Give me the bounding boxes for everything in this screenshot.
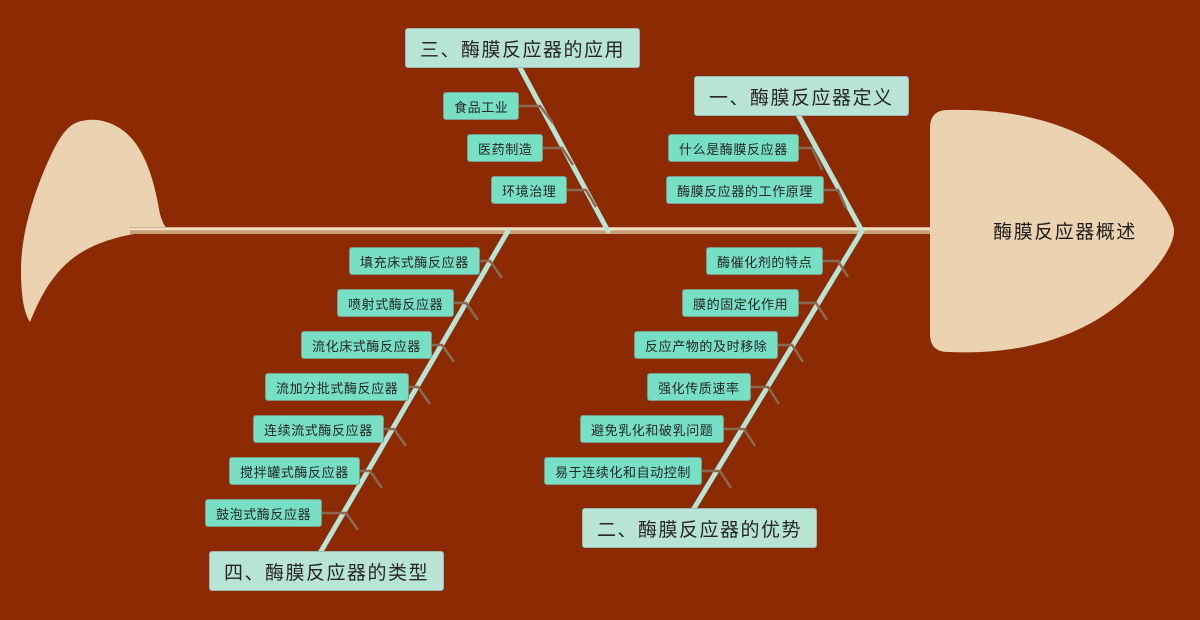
rib-types [317,228,511,556]
leaf-advantages-5[interactable]: 易于连续化和自动控制 [544,457,703,485]
section-title-application[interactable]: 三、酶膜反应器的应用 [405,28,641,68]
leaf-definition-1[interactable]: 酶膜反应器的工作原理 [666,176,825,204]
leaf-advantages-0[interactable]: 酶催化剂的特点 [706,247,824,275]
rib-advantages [690,228,865,513]
leaf-application-1[interactable]: 医药制造 [467,134,544,162]
leaf-definition-0[interactable]: 什么是酶膜反应器 [668,134,799,162]
fish-head-label: 酶膜反应器概述 [993,220,1137,243]
leaf-advantages-2[interactable]: 反应产物的及时移除 [634,331,779,359]
leaf-application-0[interactable]: 食品工业 [443,92,520,120]
leaf-types-1[interactable]: 喷射式酶反应器 [337,289,455,317]
leaf-types-3[interactable]: 流加分批式酶反应器 [265,373,410,401]
leaf-types-0[interactable]: 填充床式酶反应器 [349,247,480,275]
leaf-connectors [322,104,850,531]
leaf-types-6[interactable]: 鼓泡式酶反应器 [205,499,323,527]
leaf-types-5[interactable]: 搅拌罐式酶反应器 [229,457,360,485]
leaf-advantages-1[interactable]: 膜的固定化作用 [682,289,800,317]
section-title-advantages[interactable]: 二、酶膜反应器的优势 [582,508,818,548]
rib-definition [787,97,865,234]
section-title-types[interactable]: 四、酶膜反应器的类型 [209,551,445,591]
leaf-application-2[interactable]: 环境治理 [491,176,568,204]
leaf-types-2[interactable]: 流化床式酶反应器 [301,331,432,359]
leaf-advantages-3[interactable]: 强化传质速率 [647,373,751,401]
leaf-advantages-4[interactable]: 避免乳化和破乳问题 [580,415,725,443]
leaf-types-4[interactable]: 连续流式酶反应器 [253,415,384,443]
fish-tail [21,119,170,322]
section-title-definition[interactable]: 一、酶膜反应器定义 [694,76,909,116]
fish-head [930,109,1174,353]
